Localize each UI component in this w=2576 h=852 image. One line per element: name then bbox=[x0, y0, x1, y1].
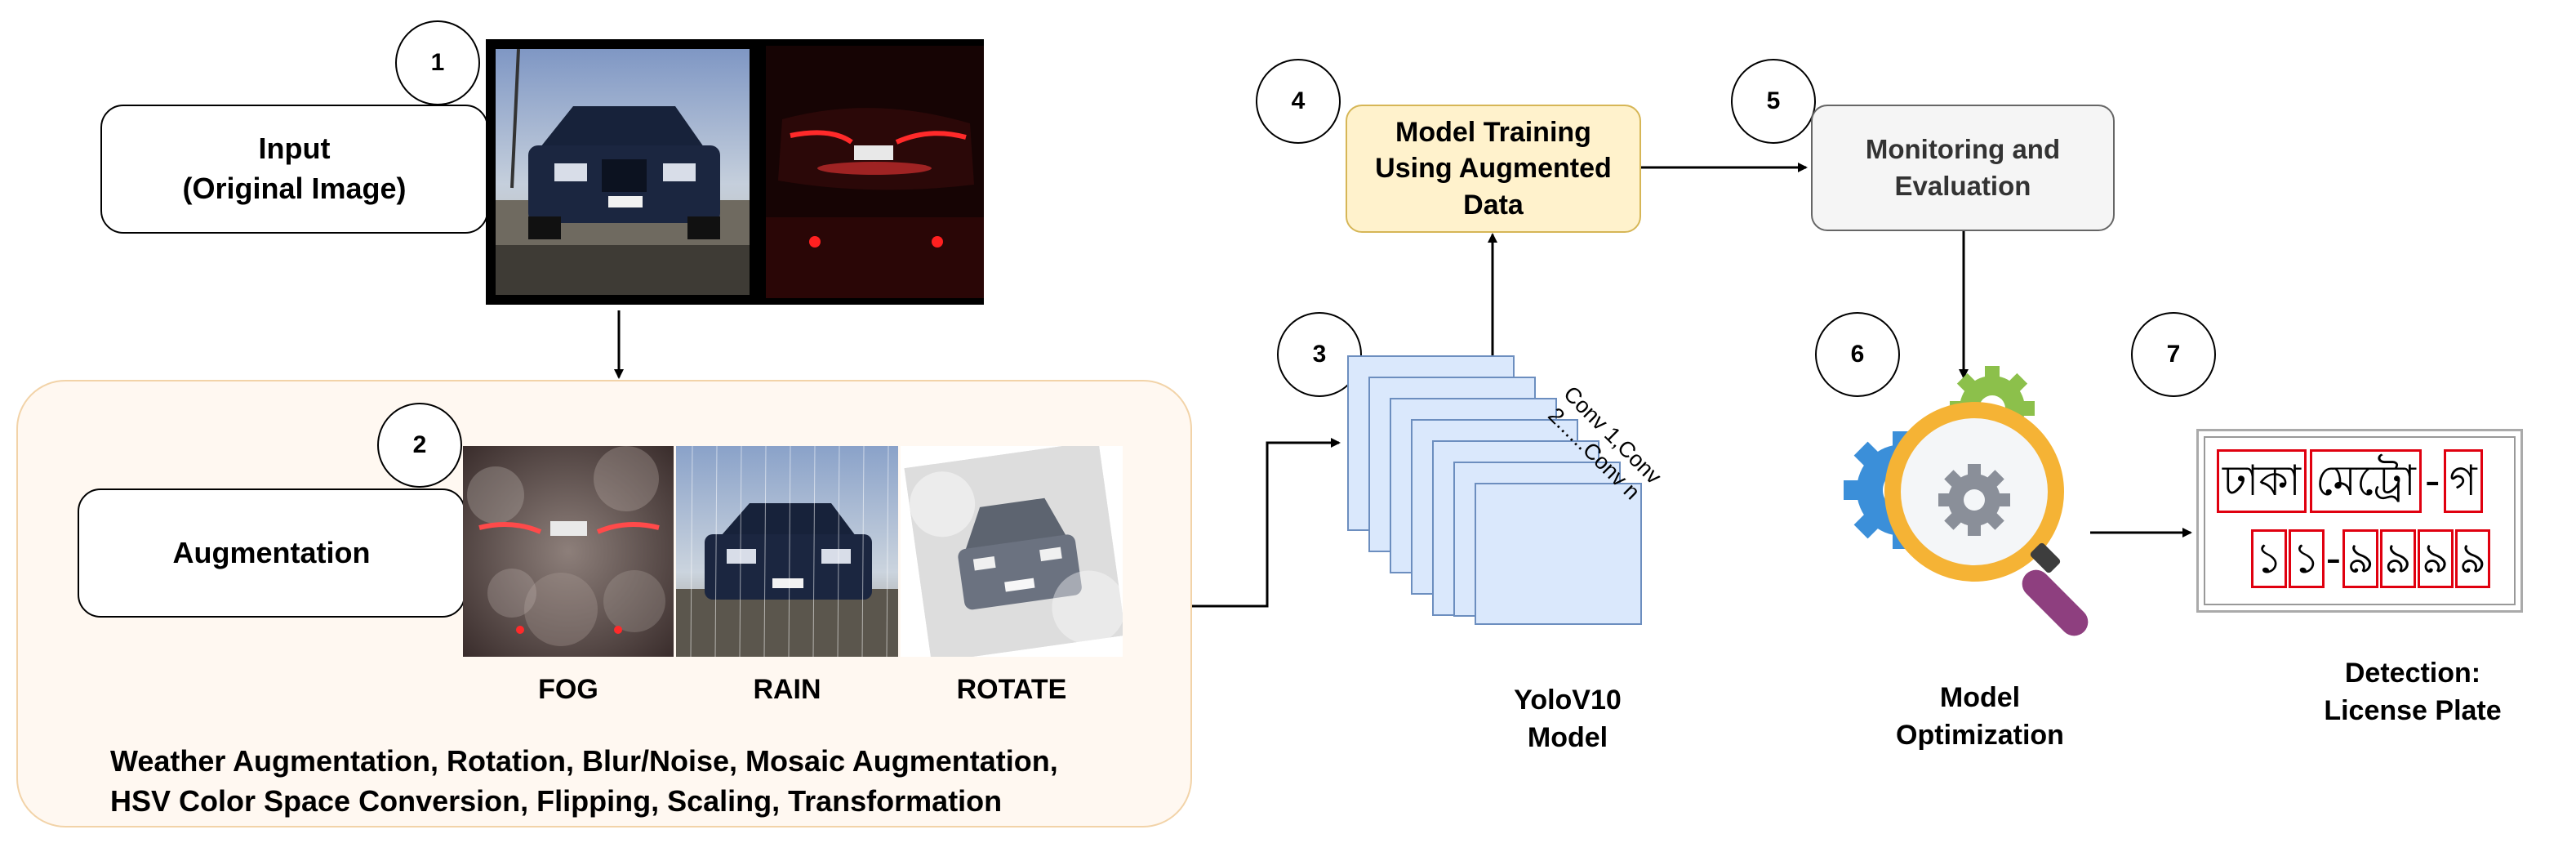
plate-digit: ৯ bbox=[2454, 529, 2491, 588]
step-badge-1: 1 bbox=[395, 20, 480, 105]
optimization-gear-magnifier-icon bbox=[1844, 366, 2089, 636]
rain-image bbox=[676, 446, 898, 657]
car-rear-night-image bbox=[766, 46, 984, 298]
license-plate: ঢাকা মেট্রো - গ ১ ১ - ৯ ৯ ৯ ৯ bbox=[2196, 429, 2523, 613]
aug-techniques-line2: HSV Color Space Conversion, Flipping, Sc… bbox=[110, 783, 1003, 818]
detection-label: Detection: License Plate bbox=[2278, 655, 2547, 730]
model-label-line2: Model bbox=[1527, 721, 1608, 753]
training-box-line3: Data bbox=[1463, 189, 1524, 221]
plate-row-1: ঢাকা মেট্রো - গ bbox=[2217, 449, 2483, 513]
step-badge-7: 7 bbox=[2131, 312, 2216, 397]
plate-digit: ৯ bbox=[2417, 529, 2454, 588]
optimization-label: Model Optimization bbox=[1845, 680, 2115, 755]
conv-layer-stack bbox=[1347, 355, 1657, 625]
conv-layer bbox=[1475, 483, 1642, 625]
monitoring-box-line1: Monitoring and bbox=[1865, 133, 2061, 164]
step-badge-2: 2 bbox=[377, 403, 462, 488]
aug-sample-label-rotate: ROTATE bbox=[956, 674, 1067, 705]
plate-digit: ৯ bbox=[2342, 529, 2379, 588]
optimization-label-line1: Model bbox=[1939, 682, 2021, 713]
plate-digit: ১ bbox=[2251, 529, 2287, 588]
arrow-augmentation-to-model bbox=[1192, 438, 1341, 608]
aug-sample-label-fog: FOG bbox=[538, 674, 598, 705]
input-photo-night bbox=[759, 39, 984, 305]
fog-image bbox=[463, 446, 674, 657]
model-label: YoloV10 Model bbox=[1478, 682, 1657, 757]
aug-sample-label-rain: RAIN bbox=[753, 674, 821, 705]
plate-digit: ৯ bbox=[2380, 529, 2416, 588]
aug-sample-rain bbox=[676, 446, 898, 657]
aug-sample-rotate bbox=[901, 446, 1123, 657]
input-box-line2: (Original Image) bbox=[182, 172, 407, 205]
plate-segment: গ bbox=[2443, 449, 2483, 513]
rotate-image bbox=[904, 446, 1123, 657]
detection-label-line2: License Plate bbox=[2324, 694, 2502, 726]
car-front-image bbox=[496, 48, 750, 295]
training-box-line1: Model Training bbox=[1395, 117, 1591, 149]
training-box-line2: Using Augmented bbox=[1375, 153, 1612, 185]
input-box-line1: Input bbox=[258, 132, 331, 166]
plate-segment: - bbox=[2424, 457, 2440, 506]
aug-techniques-text: Weather Augmentation, Rotation, Blur/Noi… bbox=[110, 742, 1172, 821]
model-label-line1: YoloV10 bbox=[1514, 685, 1622, 716]
optimization-label-line2: Optimization bbox=[1896, 719, 2064, 751]
augmentation-box: Augmentation bbox=[78, 488, 465, 618]
monitoring-box: Monitoring and Evaluation bbox=[1811, 105, 2115, 231]
step-badge-5: 5 bbox=[1731, 59, 1816, 144]
plate-digit: - bbox=[2325, 534, 2342, 583]
monitoring-box-line2: Evaluation bbox=[1894, 170, 2031, 201]
plate-segment: মেট্রো bbox=[2309, 449, 2422, 513]
input-photo-day bbox=[486, 39, 759, 305]
detection-label-line1: Detection: bbox=[2344, 658, 2481, 689]
training-box: Model Training Using Augmented Data bbox=[1346, 105, 1641, 233]
step-badge-6: 6 bbox=[1815, 312, 1900, 397]
plate-segment: ঢাকা bbox=[2217, 449, 2307, 513]
augmentation-box-label: Augmentation bbox=[172, 535, 371, 569]
plate-digit: ১ bbox=[2288, 529, 2325, 588]
input-box: Input (Original Image) bbox=[100, 105, 488, 234]
step-badge-4: 4 bbox=[1256, 59, 1341, 144]
plate-row-2: ১ ১ - ৯ ৯ ৯ ৯ bbox=[2251, 529, 2491, 588]
magnifier-icon bbox=[1884, 402, 2089, 636]
aug-sample-fog bbox=[463, 446, 674, 657]
aug-techniques-line1: Weather Augmentation, Rotation, Blur/Noi… bbox=[110, 744, 1058, 778]
